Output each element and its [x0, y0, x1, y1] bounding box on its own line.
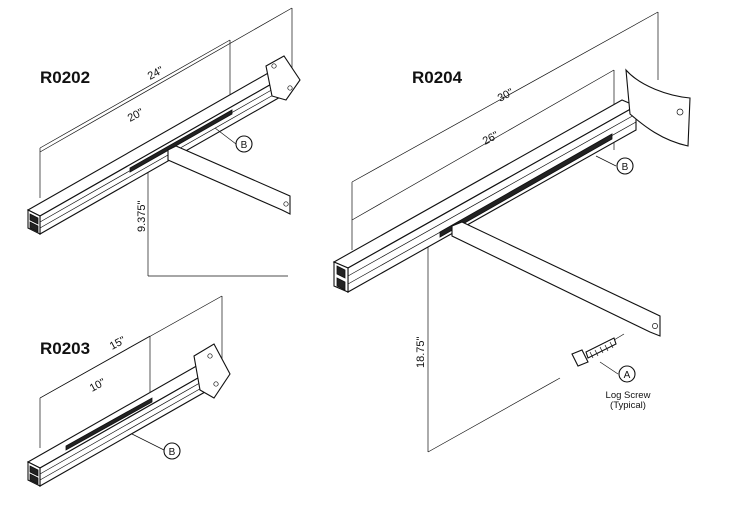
r0204-assembly: R0204 30" 26" 18.75": [332, 11, 691, 453]
r0203-rail: [26, 363, 214, 487]
screw-label-line2: (Typical): [610, 400, 646, 411]
r0203-dimension-lines: [39, 295, 223, 448]
r0202-inner-length: 20": [126, 106, 146, 124]
log-screw: [571, 333, 625, 367]
r0204-callout-label: B: [622, 162, 629, 173]
r0203-wall-bracket: [193, 343, 231, 399]
r0203-callout: B: [131, 433, 181, 460]
r0204-wall-bracket: [625, 68, 691, 147]
r0203-callout-label: B: [169, 447, 176, 458]
r0202-dimension-lines: [39, 7, 293, 277]
r0204-support-arm: [451, 221, 661, 337]
r0204-title: R0204: [412, 68, 463, 87]
r0202-support-arm: [167, 145, 291, 215]
r0203-assembly: R0203 15" 10" B: [26, 295, 231, 487]
r0204-drop-height: 18.75": [415, 336, 427, 368]
r0202-drop-height: 9.375": [136, 200, 148, 232]
r0203-title: R0203: [40, 339, 90, 358]
r0202-title: R0202: [40, 68, 90, 87]
screw-callout-label: A: [624, 370, 631, 381]
r0202-callout-label: B: [241, 140, 248, 151]
screw-callout: A Log Screw (Typical): [599, 361, 651, 411]
r0202-rail: [26, 71, 284, 235]
r0204-callout: B: [595, 155, 634, 175]
r0202-assembly: R0202 24" 20" 9.375": [26, 7, 301, 277]
r0202-callout: B: [214, 127, 253, 153]
r0204-overall-length: 30": [496, 86, 516, 104]
r0203-inner-length: 10": [88, 376, 108, 394]
r0202-wall-bracket: [265, 55, 301, 101]
screw-label-line1: Log Screw: [606, 390, 651, 401]
r0204-rail: [332, 99, 638, 293]
r0202-overall-length: 24": [146, 64, 166, 82]
